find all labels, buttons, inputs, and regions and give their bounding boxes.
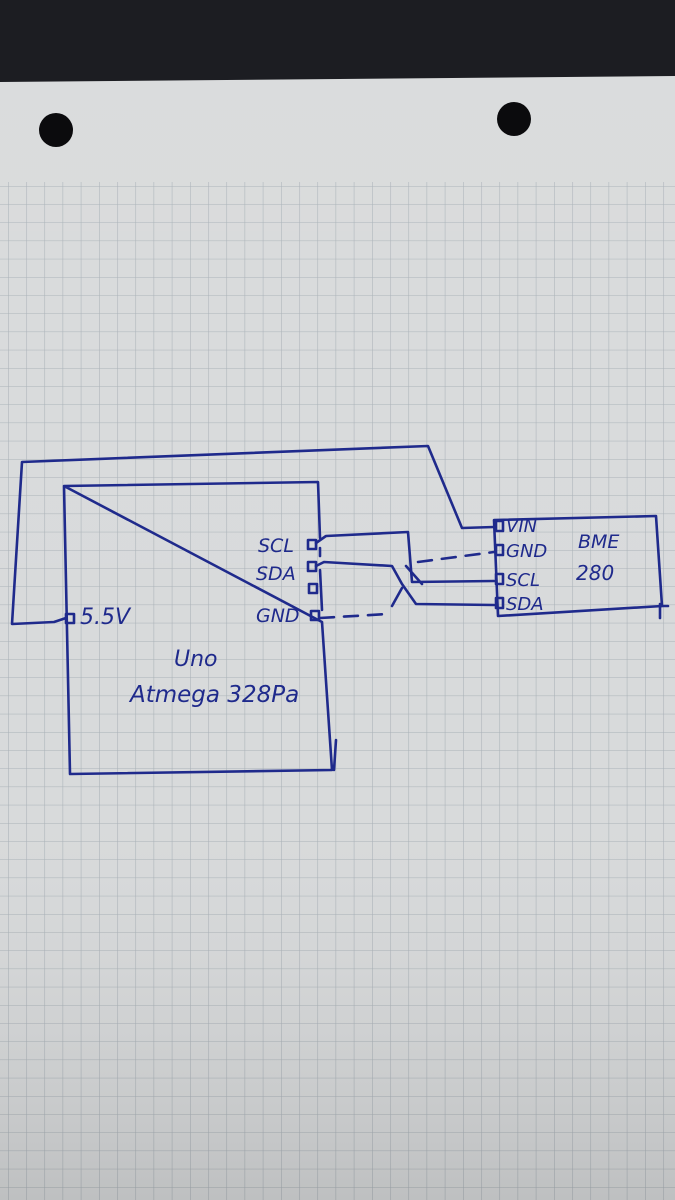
- wire-sda: [314, 560, 496, 607]
- bme-pin-vin: [494, 519, 505, 533]
- uno-title-line2: Atmega 328Pa: [128, 682, 299, 708]
- bme-pin-label-sda: SDA: [506, 594, 544, 615]
- bme-pin-label-vin: VIN: [506, 516, 537, 537]
- wire-scl: [314, 530, 496, 584]
- uno-board-outline: [62, 480, 334, 776]
- uno-title-line1: Uno: [174, 647, 218, 672]
- uno-pin-scl: [306, 538, 318, 551]
- bme-pin-sda: [494, 596, 505, 610]
- punch-hole-left: [39, 113, 73, 147]
- bme-pin-label-scl: SCL: [506, 570, 540, 591]
- bme-title-line1: BME: [578, 531, 619, 553]
- uno-pin-label-power: 5.5V: [80, 605, 132, 630]
- bme-pin-gnd: [494, 543, 505, 557]
- uno-pin-gnd: [309, 609, 321, 622]
- paper-sheet: [0, 76, 675, 1200]
- uno-pin-label-scl: SCL: [258, 535, 294, 557]
- bme-board-tick: [658, 602, 670, 620]
- uno-pin-label-sda: SDA: [256, 563, 296, 585]
- punch-hole-right: [497, 102, 531, 136]
- wire-power-to-vin: [10, 444, 496, 626]
- bme-pin-scl: [494, 572, 505, 586]
- uno-board-right-edge: [332, 738, 338, 772]
- uno-pin-label-gnd: GND: [256, 605, 300, 627]
- uno-pin-nc: [307, 582, 319, 595]
- wire-gnd-uno: [318, 612, 390, 620]
- wire-crossover: [390, 564, 424, 608]
- bme-pin-label-gnd: GND: [506, 541, 547, 562]
- wire-gnd-bme: [416, 550, 496, 564]
- bme-title-line2: 280: [576, 561, 614, 585]
